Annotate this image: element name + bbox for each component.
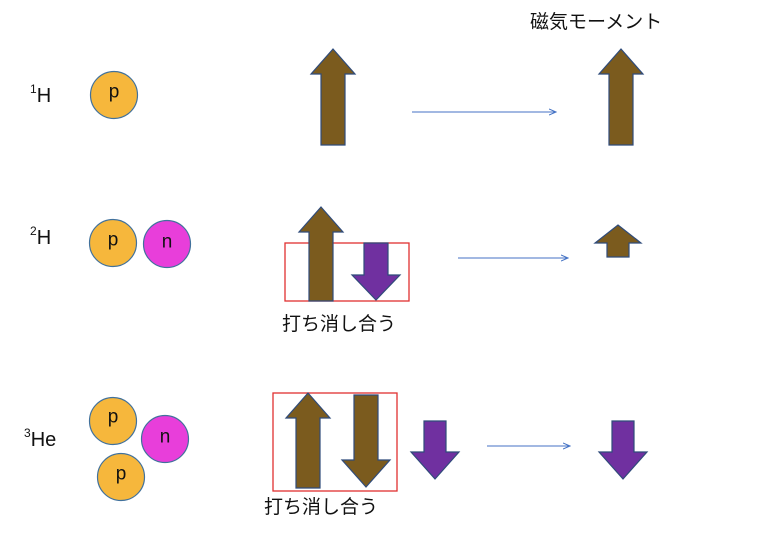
nucleon-proton: p [96, 452, 146, 502]
spin-down-arrow [350, 242, 402, 301]
nucleon-proton: p [89, 70, 139, 120]
cancel-label: 打ち消し合う [264, 496, 378, 518]
spin-down-arrow [409, 420, 461, 480]
isotope-label-3he: 3He [24, 426, 56, 451]
svg-text:n: n [160, 427, 171, 448]
cancellation-box [272, 392, 398, 492]
svg-text:p: p [108, 407, 119, 428]
cancel-label: 打ち消し合う [282, 313, 396, 335]
nucleon-proton: p [88, 218, 138, 268]
nucleon-neutron: n [142, 219, 192, 269]
nucleon-proton: p [88, 396, 138, 446]
svg-text:p: p [108, 230, 119, 251]
isotope-label-2h: 2H [30, 224, 51, 249]
isotope-label-1h: 1H [30, 82, 51, 107]
cancellation-box [284, 242, 410, 302]
nucleon-neutron: n [140, 414, 190, 464]
net-moment-up-arrow [597, 48, 645, 146]
svg-text:p: p [109, 82, 120, 103]
net-moment-small-up-arrow [593, 224, 643, 258]
net-moment-down-arrow [597, 420, 649, 480]
spin-up-arrow [297, 206, 345, 302]
spin-down-arrow [340, 394, 392, 488]
svg-text:n: n [162, 232, 173, 253]
column-title: 磁気モーメント [530, 11, 662, 33]
spin-up-arrow [309, 48, 357, 146]
svg-text:p: p [116, 464, 127, 485]
spin-up-arrow [284, 392, 332, 489]
